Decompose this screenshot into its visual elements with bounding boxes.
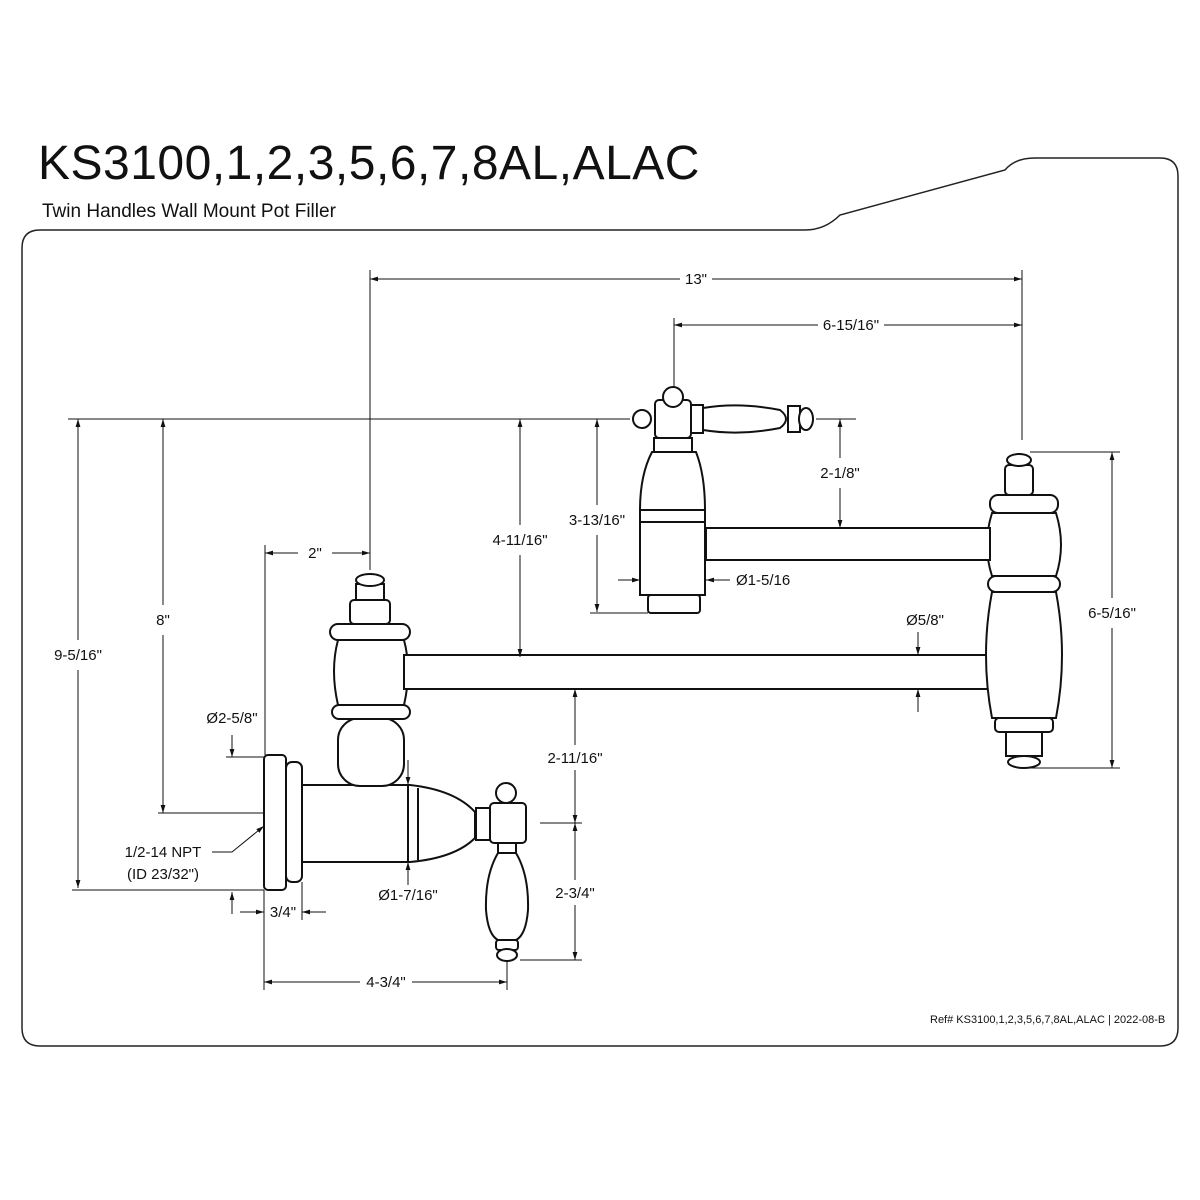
page-subtitle: Twin Handles Wall Mount Pot Filler — [42, 201, 336, 222]
dim-thread-id: (ID 23/32") — [127, 866, 199, 883]
dim-handle-reach: 4-3/4" — [366, 974, 406, 991]
dim-total-height: 9-5/16" — [54, 647, 102, 664]
dim-overall-width: 13" — [685, 271, 707, 288]
upper-arm-tube — [705, 527, 991, 561]
reference-number: Ref# KS3100,1,2,3,5,6,7,8AL,ALAC | 2022-… — [930, 1014, 1166, 1026]
dim-body-diameter: Ø1-7/16" — [378, 887, 438, 904]
swivel-joint — [985, 453, 1063, 769]
wall-flange — [263, 754, 287, 891]
dim-lower-to-top-height: 4-11/16" — [492, 532, 547, 549]
main-body — [301, 784, 476, 863]
dim-upper-body-diameter: Ø1-5/16 — [736, 572, 790, 589]
dim-flange-diameter: Ø2-5/8" — [206, 710, 257, 727]
drawing-frame — [21, 157, 1179, 1047]
dim-thread-size: 1/2-14 NPT — [125, 844, 202, 861]
dim-upper-arm-width: 6-15/16" — [823, 317, 879, 334]
dim-flange-thickness: 3/4" — [270, 904, 296, 921]
riser-column — [329, 573, 411, 787]
dim-wall-offset: 2" — [308, 545, 322, 562]
dimension-lines — [68, 270, 1120, 990]
lower-arm-tube — [403, 654, 995, 690]
faucet-outline — [263, 386, 1063, 962]
upper-body — [632, 386, 814, 614]
dim-upper-body-height: 3-13/16" — [569, 512, 625, 529]
dim-body-height: 8" — [156, 612, 170, 629]
dim-lower-arm-height: 2-11/16" — [547, 750, 602, 767]
dim-right-joint-height: 6-5/16" — [1088, 605, 1136, 622]
dim-handle-height: 2-3/4" — [555, 885, 595, 902]
dim-top-handle-offset: 2-1/8" — [820, 465, 860, 482]
dim-tube-diameter: Ø5/8" — [906, 612, 944, 629]
lower-handle — [475, 782, 530, 962]
page-title: KS3100,1,2,3,5,6,7,8AL,ALAC — [38, 137, 700, 190]
